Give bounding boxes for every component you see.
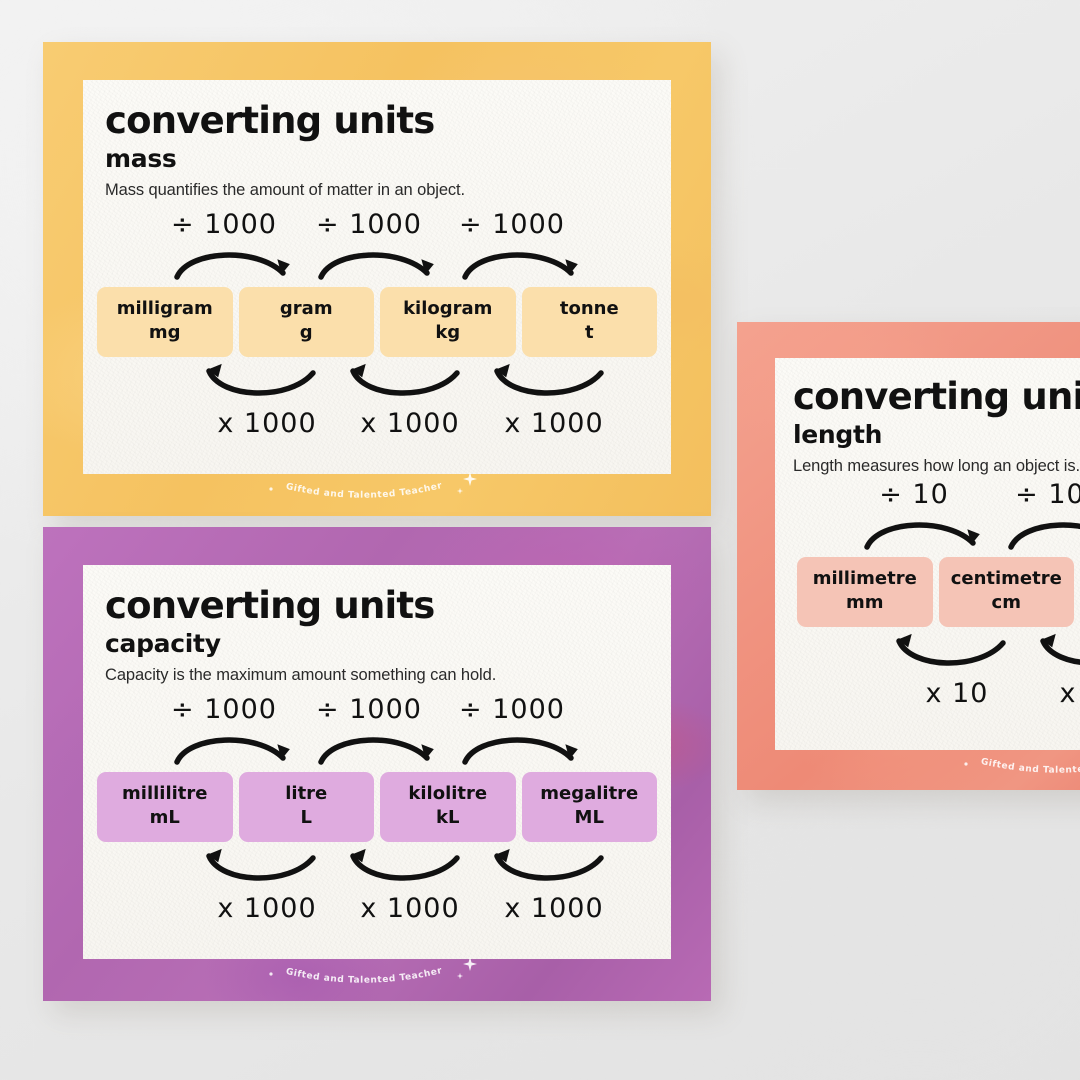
unit-row-length: millimetre mm centimetre cm metre m kilo… — [797, 557, 1080, 627]
unit-abbr: cm — [991, 592, 1021, 614]
unit-name: megalitre — [540, 783, 639, 804]
multiply-label-row: x 10 x 100 x 1000 — [797, 677, 1080, 711]
unit-name: kilolitre — [408, 783, 488, 804]
poster-subtitle: mass — [105, 144, 177, 173]
poster-capacity[interactable]: converting units capacity Capacity is th… — [43, 527, 711, 1001]
sparkle-star-icon — [463, 957, 477, 971]
unit-name: kilogram — [403, 298, 493, 319]
multiply-arrows — [206, 363, 604, 396]
divide-label-row: ÷ 1000 ÷ 1000 ÷ 1000 — [97, 208, 657, 242]
unit-name: tonne — [559, 298, 619, 319]
multiply-label: x 1000 — [217, 892, 317, 924]
unit-box[interactable]: kilolitre kL — [380, 772, 516, 842]
multiply-label-row: x 1000 x 1000 x 1000 — [97, 407, 657, 441]
divide-arrow-row — [97, 242, 657, 287]
unit-name: gram — [279, 298, 333, 319]
watermark-text: Gifted and Talented Teacher — [285, 481, 443, 501]
unit-abbr: mL — [149, 807, 180, 829]
svg-text:Gifted and Talented Teacher: Gifted and Talented Teacher — [285, 481, 444, 501]
unit-name: centimetre — [950, 568, 1062, 589]
poster-length-panel: converting units length Length measures … — [775, 358, 1080, 750]
multiply-label: x 1000 — [504, 407, 604, 439]
multiply-label: x 1000 — [360, 892, 460, 924]
multiply-arrows — [206, 848, 604, 881]
unit-box[interactable]: milligram mg — [97, 287, 233, 357]
unit-name: milligram — [116, 298, 213, 319]
unit-box[interactable]: litre L — [238, 772, 374, 842]
divide-arrow-row — [97, 727, 657, 772]
poster-length[interactable]: converting units length Length measures … — [737, 322, 1080, 790]
conversion-diagram-length: ÷ 10 ÷ 100 ÷ 1000 — [797, 478, 1080, 711]
unit-abbr: kL — [436, 807, 460, 829]
divide-label: ÷ 1000 — [316, 694, 422, 725]
multiply-arrows — [896, 633, 1080, 666]
divide-arrows — [864, 522, 1080, 550]
multiply-label: x 100 — [1059, 677, 1080, 709]
unit-row-capacity: millilitre mL litre L kilolitre kL megal… — [97, 772, 657, 842]
unit-name: millimetre — [812, 568, 917, 589]
page-title: converting units — [105, 584, 435, 627]
poster-description: Capacity is the maximum amount something… — [105, 665, 497, 684]
poster-subtitle: capacity — [105, 629, 221, 658]
poster-capacity-panel: converting units capacity Capacity is th… — [83, 565, 671, 959]
conversion-diagram-capacity: ÷ 1000 ÷ 1000 ÷ 1000 — [97, 693, 657, 926]
divide-label: ÷ 100 — [1015, 479, 1080, 510]
watermark-text: Gifted and Talented Teacher — [285, 966, 443, 986]
page-title: converting units — [793, 375, 1080, 418]
divide-label: ÷ 1000 — [459, 209, 565, 240]
multiply-arrow-row — [97, 844, 657, 892]
multiply-label: x 1000 — [360, 407, 460, 439]
poster-subtitle: length — [793, 420, 883, 449]
unit-abbr: mg — [148, 322, 181, 344]
page-title: converting units — [105, 99, 435, 142]
multiply-label: x 1000 — [504, 892, 604, 924]
conversion-diagram-mass: ÷ 1000 ÷ 1000 ÷ 1000 — [97, 208, 657, 441]
watermark-text: Gifted and Talented Teacher — [980, 756, 1080, 776]
svg-text:Gifted and Talented Teacher: Gifted and Talented Teacher — [285, 966, 444, 986]
watermark-length: Gifted and Talented Teacher — [957, 746, 1080, 782]
multiply-label-row: x 1000 x 1000 x 1000 — [97, 892, 657, 926]
watermark-mass: Gifted and Talented Teacher — [262, 471, 492, 507]
unit-box[interactable]: tonne t — [521, 287, 657, 357]
divide-label: ÷ 10 — [879, 479, 949, 510]
poster-mass-panel: converting units mass Mass quantifies th… — [83, 80, 671, 474]
unit-box[interactable]: centimetre cm — [938, 557, 1074, 627]
divide-label: ÷ 1000 — [459, 694, 565, 725]
unit-box[interactable]: kilogram kg — [380, 287, 516, 357]
multiply-label: x 1000 — [217, 407, 317, 439]
unit-name: millilitre — [122, 783, 208, 804]
poster-description: Mass quantifies the amount of matter in … — [105, 180, 466, 199]
multiply-label: x 10 — [925, 677, 989, 709]
unit-box[interactable]: megalitre ML — [521, 772, 657, 842]
unit-row-mass: milligram mg gram g kilogram kg tonne t — [97, 287, 657, 357]
unit-box[interactable]: gram g — [238, 287, 374, 357]
poster-mass-header: converting units mass Mass quantifies th… — [105, 102, 465, 200]
unit-name: litre — [285, 783, 328, 804]
poster-description: Length measures how long an object is. — [793, 456, 1080, 475]
unit-box[interactable]: millilitre mL — [97, 772, 233, 842]
unit-abbr: ML — [574, 807, 604, 829]
unit-abbr: mm — [845, 592, 884, 614]
unit-abbr: t — [584, 322, 594, 344]
watermark-capacity: Gifted and Talented Teacher — [262, 956, 492, 992]
divide-arrows — [174, 252, 578, 280]
unit-abbr: L — [300, 807, 312, 829]
divide-label: ÷ 1000 — [316, 209, 422, 240]
sparkle-star-icon — [463, 472, 477, 486]
divide-label-row: ÷ 10 ÷ 100 ÷ 1000 — [797, 478, 1080, 512]
poster-length-header: converting units length Length measures … — [793, 378, 1080, 476]
poster-mass[interactable]: converting units mass Mass quantifies th… — [43, 42, 711, 516]
divide-label: ÷ 1000 — [171, 209, 277, 240]
multiply-arrow-row — [797, 629, 1080, 677]
unit-abbr: g — [299, 322, 313, 344]
divide-arrow-row — [797, 512, 1080, 557]
unit-box[interactable]: millimetre mm — [797, 557, 933, 627]
multiply-arrow-row — [97, 359, 657, 407]
poster-capacity-header: converting units capacity Capacity is th… — [105, 587, 496, 685]
unit-abbr: kg — [435, 322, 461, 344]
svg-text:Gifted and Talented Teacher: Gifted and Talented Teacher — [980, 756, 1080, 776]
divide-label-row: ÷ 1000 ÷ 1000 ÷ 1000 — [97, 693, 657, 727]
divide-arrows — [174, 737, 578, 765]
divide-label: ÷ 1000 — [171, 694, 277, 725]
